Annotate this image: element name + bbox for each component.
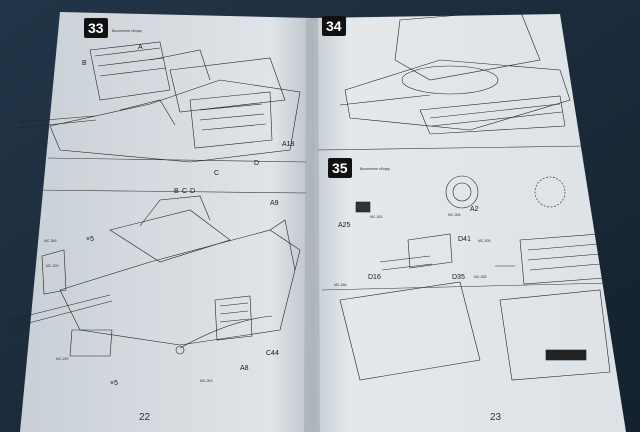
decal-mc302: MC-302: [370, 215, 383, 219]
part-label-c44: C44: [266, 350, 279, 357]
right-step-caption: Выполните сборку: [360, 167, 390, 171]
code-d: D: [190, 188, 196, 195]
quantity-1: ×5: [86, 236, 94, 243]
right-page: [312, 14, 626, 432]
right-step-number-35: 35: [328, 158, 352, 178]
decal-mc305: MC-305: [478, 239, 491, 243]
part-label-a25: A25: [338, 222, 351, 229]
part-label-a18: A18: [282, 141, 295, 148]
decal-mc308: MC-308: [474, 275, 487, 279]
part-label-a2: A2: [470, 206, 479, 213]
left-page: [20, 12, 316, 432]
decal-mc188: MC-188: [334, 283, 347, 287]
decal-mc306: MC-306: [448, 213, 461, 217]
right-page-number: 23: [490, 412, 502, 423]
part-label-d41: D41: [458, 236, 471, 243]
letter-b: B: [82, 60, 87, 67]
letter-a: A: [138, 44, 143, 51]
decal-mc309: MC-309: [46, 264, 59, 268]
part-label-d35: D35: [452, 274, 465, 281]
part-label-d16: D16: [368, 274, 381, 281]
decal-mc220: MC-220: [56, 357, 69, 361]
quantity-2: ×5: [110, 380, 118, 387]
code-b: B: [174, 188, 179, 195]
left-page-number: 22: [139, 412, 151, 423]
left-step-caption: Выполните сборку: [112, 29, 142, 33]
code-c: C: [182, 188, 188, 195]
letter-d: D: [254, 160, 260, 167]
part-label-a9: A9: [270, 200, 279, 207]
letter-c: C: [214, 170, 220, 177]
decal-mc003: MC-003: [200, 379, 213, 383]
decal-mc359: MC-359: [44, 239, 57, 243]
left-step-number: 33: [84, 18, 108, 38]
right-step-number-34: 34: [322, 16, 346, 36]
part-label-a8: A8: [240, 365, 249, 372]
